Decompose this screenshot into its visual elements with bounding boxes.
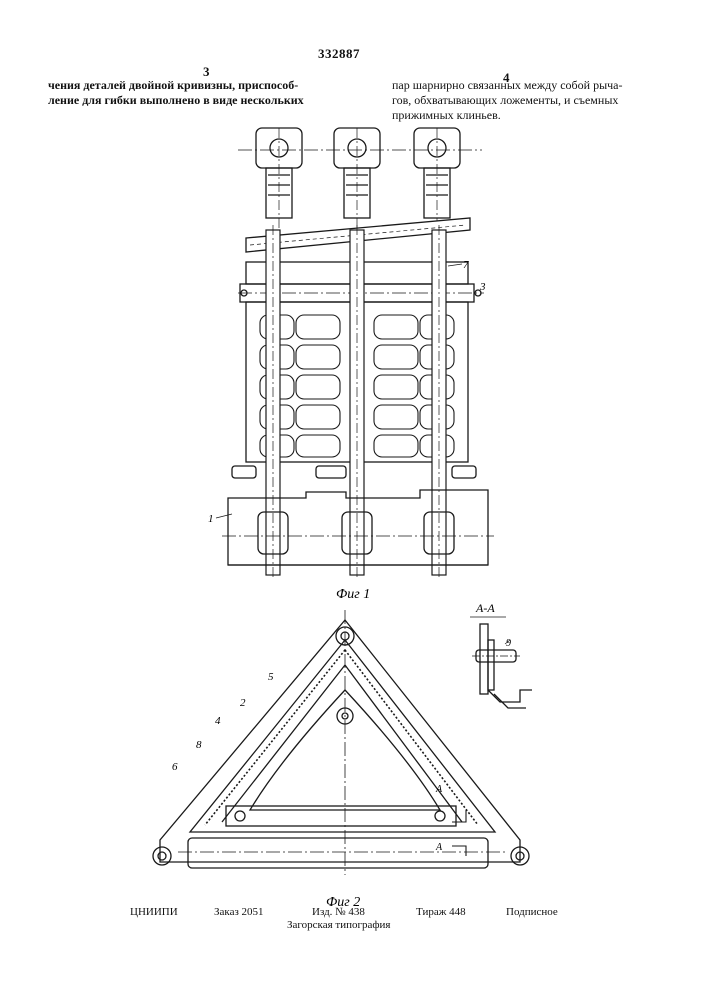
section-mark-upper: А bbox=[435, 784, 443, 795]
fig2-label-4: 4 bbox=[215, 715, 221, 727]
fig2-label-8: 8 bbox=[196, 739, 202, 751]
fig1-label-7: 7 bbox=[463, 259, 469, 271]
fig2-label-2: 2 bbox=[240, 697, 246, 709]
vertical-shafts bbox=[266, 225, 446, 580]
clamp-head-center bbox=[334, 128, 380, 230]
footer-org: ЦНИИПИ bbox=[130, 906, 178, 918]
clamp-head-right bbox=[414, 128, 460, 230]
section-a-a-detail bbox=[470, 617, 532, 708]
figure-1-drawing bbox=[222, 128, 494, 580]
footer-subscription: Подписное bbox=[506, 906, 558, 918]
figure-2-drawing bbox=[153, 610, 529, 875]
figure-1-caption: Фиг 1 bbox=[336, 587, 370, 602]
footer-printer: Загорская типография bbox=[287, 919, 390, 931]
footer-edition: Изд. № 438 bbox=[312, 906, 365, 918]
section-mark-lower: А bbox=[435, 842, 443, 853]
footer-circulation: Тираж 448 bbox=[416, 906, 466, 918]
fig2-label-5: 5 bbox=[268, 671, 274, 683]
fig1-label-3: 3 bbox=[479, 281, 486, 293]
footer-order: Заказ 2051 bbox=[214, 906, 264, 918]
fig1-label-1: 1 bbox=[208, 513, 214, 525]
fig2-label-6: 6 bbox=[172, 761, 178, 773]
fig2-label-9: 9 bbox=[506, 638, 511, 649]
section-a-a-title: А-А bbox=[475, 601, 495, 615]
clamp-head-left bbox=[256, 128, 302, 230]
